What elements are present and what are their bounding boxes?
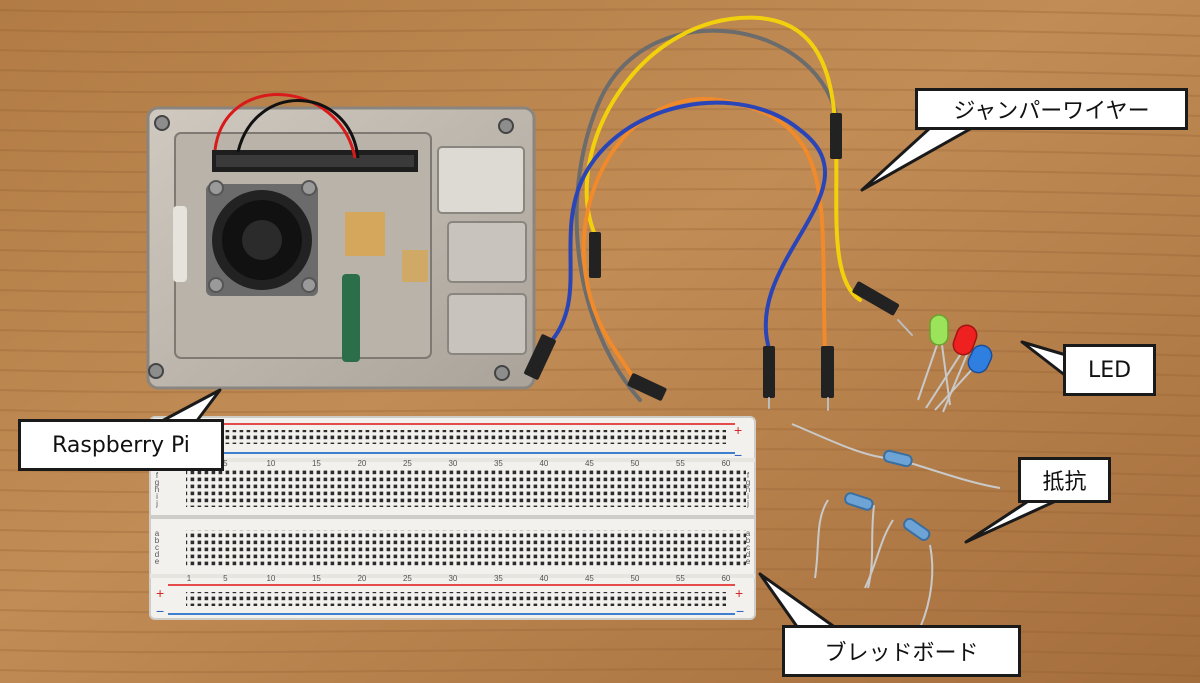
rail-plus-top-right: + — [734, 422, 742, 438]
led-callout: LED — [1063, 344, 1156, 396]
resistor-callout: 抵抗 — [1018, 457, 1111, 503]
row-letter-label: e — [746, 557, 751, 566]
wood-grain-line — [0, 8, 1200, 17]
jumper-wires — [524, 15, 913, 411]
column-number-label: 35 — [494, 459, 503, 468]
column-number-label: 35 — [494, 574, 503, 583]
column-number-label: 45 — [585, 574, 594, 583]
rail-minus-bottom-left: − — [156, 603, 164, 619]
row-letter-label: c — [746, 543, 750, 552]
column-number-label: 10 — [266, 459, 275, 468]
column-number-label: 50 — [630, 459, 639, 468]
wood-grain-line — [0, 28, 1200, 37]
red-led — [952, 324, 978, 356]
breadboard — [149, 416, 756, 620]
row-letter-label: h — [155, 485, 159, 494]
jumper-wire-orange — [581, 96, 827, 382]
wood-grain-line — [0, 408, 1200, 417]
jumper-wire-blue — [546, 100, 827, 354]
column-number-label: 25 — [403, 574, 412, 583]
row-letter-label: f — [156, 471, 159, 480]
column-number-label: 50 — [630, 574, 639, 583]
raspberry-pi-callout: Raspberry Pi — [18, 419, 224, 471]
leds — [917, 314, 993, 413]
row-letter-label: b — [746, 536, 751, 545]
column-number-label: 55 — [676, 574, 685, 583]
column-number-label: 15 — [312, 574, 321, 583]
jumper-wire-callout: ジャンパーワイヤー — [915, 88, 1188, 130]
column-number-label: 20 — [357, 574, 366, 583]
row-letter-label: i — [156, 492, 158, 501]
row-letter-label: g — [155, 478, 159, 487]
row-letter-label: d — [155, 550, 159, 559]
row-letter-label: f — [747, 471, 750, 480]
row-letter-label: c — [155, 543, 159, 552]
column-number-label: 60 — [721, 459, 730, 468]
breadboard-callout: ブレッドボード — [782, 625, 1021, 677]
wood-grain-line — [0, 388, 1200, 397]
rail-plus-bottom-left: + — [156, 585, 164, 601]
row-letter-label: g — [746, 478, 750, 487]
column-number-label: 55 — [676, 459, 685, 468]
column-number-label: 1 — [187, 574, 192, 583]
wood-grain-line — [0, 68, 1200, 77]
rail-minus-top-right: − — [734, 447, 742, 463]
row-letter-label: j — [155, 499, 158, 508]
jumper-wire-yellow — [584, 15, 862, 302]
jumper-wire-gray — [574, 28, 840, 402]
green-led — [929, 314, 949, 346]
column-number-label: 40 — [539, 459, 548, 468]
column-number-label: 5 — [223, 574, 228, 583]
row-letter-label: i — [747, 492, 749, 501]
row-letter-label: a — [155, 529, 160, 538]
column-number-label: 60 — [721, 574, 730, 583]
column-number-label: 5 — [223, 459, 228, 468]
column-number-label: 40 — [539, 574, 548, 583]
column-number-label: 30 — [448, 459, 457, 468]
rail-minus-bottom-right: − — [736, 603, 744, 619]
row-letter-label: j — [746, 499, 749, 508]
column-number-label: 30 — [448, 574, 457, 583]
raspberry-pi-case — [146, 93, 536, 390]
wood-grain-line — [0, 48, 1200, 57]
row-letter-label: a — [746, 529, 751, 538]
row-letter-label: b — [155, 536, 160, 545]
resistors — [791, 423, 1001, 629]
blue-led — [967, 344, 993, 374]
rail-plus-bottom-right: + — [735, 585, 743, 601]
column-number-label: 25 — [403, 459, 412, 468]
column-number-label: 20 — [357, 459, 366, 468]
row-letter-label: e — [155, 557, 160, 566]
row-letter-label: d — [746, 550, 750, 559]
row-letter-label: h — [746, 485, 750, 494]
column-number-label: 45 — [585, 459, 594, 468]
column-number-label: 15 — [312, 459, 321, 468]
column-number-label: 10 — [266, 574, 275, 583]
